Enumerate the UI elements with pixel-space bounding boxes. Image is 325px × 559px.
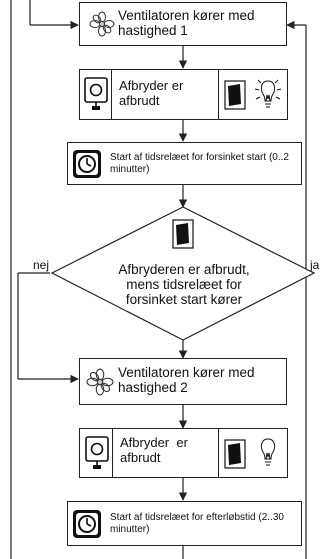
step-switch-off-2: Afbryder er afbrudt: [79, 428, 288, 478]
step-fan-speed-1: Ventilatoren kører med hastighed 1: [79, 2, 287, 46]
step-timer-delayed-start: Start af tidsrelæet for forsinket start …: [67, 142, 302, 185]
step-switch-off-1-text: Afbryder er afbrudt: [119, 78, 184, 108]
decision-yes-label: ja: [310, 258, 320, 272]
decision-diamond: [50, 206, 316, 341]
switch-toggle-icon: [224, 439, 246, 469]
timer-relay-icon: [73, 510, 101, 538]
decision-text: Afbryderen er afbrudt, mens tidsrelæet f…: [118, 262, 250, 308]
switch-toggle-icon: [224, 80, 246, 110]
step-fan-speed-2: Ventilatoren kører med hastighed 2: [79, 358, 287, 405]
light-bulb-icon: [260, 438, 276, 466]
step-switch-off-2-text: Afbryder er afbrudt: [120, 435, 192, 465]
wall-switch-icon: [85, 436, 109, 469]
step-timer-overrun: Start af tidsrelæet for efterløbstid (2.…: [67, 501, 302, 546]
timer-relay-icon: [73, 150, 101, 178]
step-fan-speed-2-text: Ventilatoren kører med hastighed 2: [118, 365, 255, 396]
step-switch-off-1: Afbryder er afbrudt: [79, 69, 288, 120]
fan-icon: [86, 368, 114, 396]
step-timer-delayed-start-text: Start af tidsrelæet for forsinket start …: [110, 152, 289, 175]
step-timer-overrun-text: Start af tidsrelæet for efterløbstid (2.…: [110, 512, 284, 535]
decision-no-label: nej: [33, 258, 50, 272]
fan-icon: [89, 11, 115, 37]
step-fan-speed-1-text: Ventilatoren kører med hastighed 1: [118, 8, 255, 39]
switch-toggle-icon: [172, 219, 194, 249]
wall-switch-icon: [84, 77, 108, 110]
light-bulb-icon: [254, 79, 282, 108]
